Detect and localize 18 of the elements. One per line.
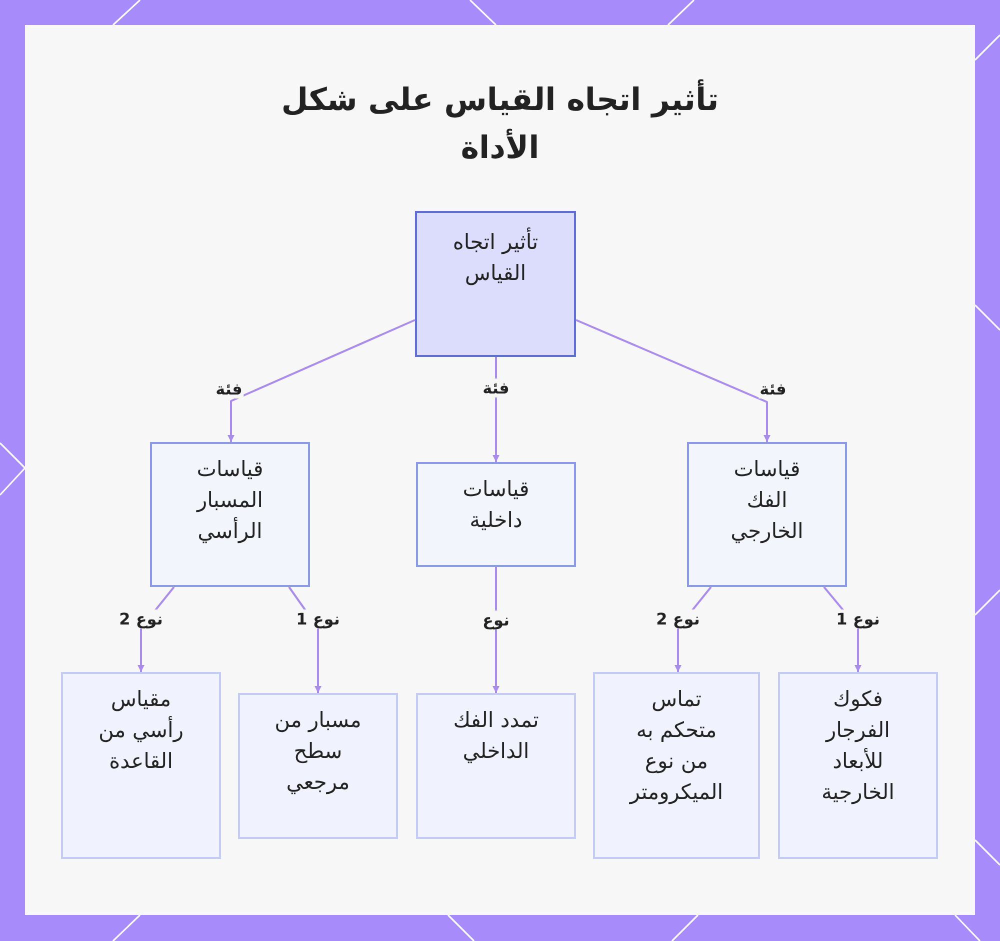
node-box: قياسات الفك الخارجي <box>687 442 847 587</box>
edge-label: نوع 1 <box>295 610 341 628</box>
node-box: مسبار من سطح مرجعي <box>238 693 398 839</box>
node-box: قياسات المسبار الرأسي <box>150 442 310 587</box>
node-box: تمدد الفك الداخلي <box>416 693 576 839</box>
node-box: تماس متحكم به من نوع الميكرومتر <box>593 672 760 859</box>
node-box: تأثير اتجاه القياس <box>415 211 576 357</box>
title: تأثير اتجاه القياس على شكل الأداة <box>270 76 730 172</box>
edge-label: فئة <box>482 378 510 398</box>
edge-label: نوع 2 <box>118 610 164 628</box>
node-box: قياسات داخلية <box>416 462 576 567</box>
arrow <box>228 319 416 442</box>
node-box: مقياس رأسي من القاعدة <box>61 672 221 859</box>
edge-label: نوع 2 <box>655 610 701 628</box>
edge-label: نوع 1 <box>835 610 881 628</box>
node-box: فكوك الفرجار للأبعاد الخارجية <box>778 672 938 859</box>
arrow <box>576 319 770 442</box>
edge-label: نوع <box>482 610 510 630</box>
